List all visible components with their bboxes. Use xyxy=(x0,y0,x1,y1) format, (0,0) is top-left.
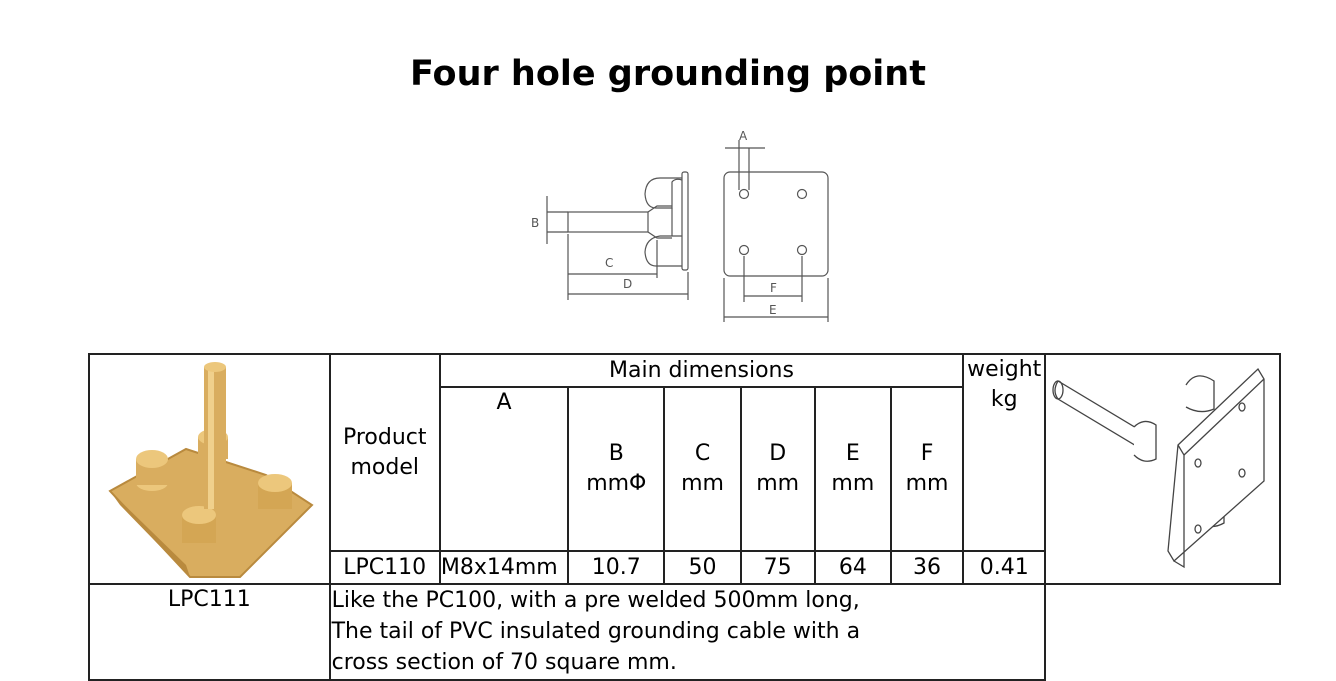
label-c: C xyxy=(605,256,613,270)
row1-a: M8x14mm xyxy=(438,550,570,585)
row2-note-line3: cross section of 70 square mm. xyxy=(331,650,677,675)
col-e-name: E xyxy=(845,441,860,466)
col-a-name: A xyxy=(496,390,512,415)
product-drawing-cell xyxy=(1044,353,1281,585)
weight-header-line2: kg xyxy=(990,387,1018,412)
grounding-point-photo xyxy=(108,362,314,578)
label-f: F xyxy=(770,281,777,295)
col-b-name: B xyxy=(608,441,624,466)
row1-weight: 0.41 xyxy=(962,550,1047,585)
row2-note: Like the PC100, with a pre welded 500mm … xyxy=(328,583,1047,681)
main-dimensions-header: Main dimensions xyxy=(438,353,965,388)
col-c-unit: mm xyxy=(681,471,724,496)
label-b: B xyxy=(531,216,539,230)
col-f-unit: mm xyxy=(905,471,949,496)
row1-e: 64 xyxy=(813,550,892,585)
product-photo-cell xyxy=(88,353,331,585)
weight-header: weight kg xyxy=(962,353,1047,552)
col-b-unit: mmΦ xyxy=(586,471,647,496)
label-e: E xyxy=(769,303,777,317)
product-model-header-line2: model xyxy=(350,454,419,480)
col-e-unit: mm xyxy=(831,471,875,496)
row1-f: 36 xyxy=(889,550,965,585)
row2-note-line1: Like the PC100, with a pre welded 500mm … xyxy=(331,588,860,613)
row2-model: LPC111 xyxy=(88,583,331,681)
row2-note-line2: The tail of PVC insulated grounding cabl… xyxy=(331,619,861,644)
col-a-header: A xyxy=(438,386,570,552)
page-title: Four hole grounding point xyxy=(410,54,926,94)
col-d-name: D xyxy=(769,441,787,466)
product-model-header-line1: Product xyxy=(342,424,427,450)
col-c-name: C xyxy=(694,441,711,466)
col-f-name: F xyxy=(920,441,934,466)
spec-table: Product model Main dimensions weight kg xyxy=(88,353,1281,681)
label-a: A xyxy=(739,129,748,143)
weight-header-line1: weight xyxy=(967,357,1042,382)
row1-c: 50 xyxy=(663,550,742,585)
col-d-unit: mm xyxy=(756,471,800,496)
product-model-header: Product model xyxy=(328,353,441,552)
row1-b: 10.7 xyxy=(567,550,666,585)
row1-d: 75 xyxy=(739,550,816,585)
dimension-drawing: B C D A F E xyxy=(531,129,829,322)
row1-model: LPC110 xyxy=(328,550,441,585)
grounding-point-sketch xyxy=(1052,367,1265,569)
label-d: D xyxy=(623,277,632,291)
